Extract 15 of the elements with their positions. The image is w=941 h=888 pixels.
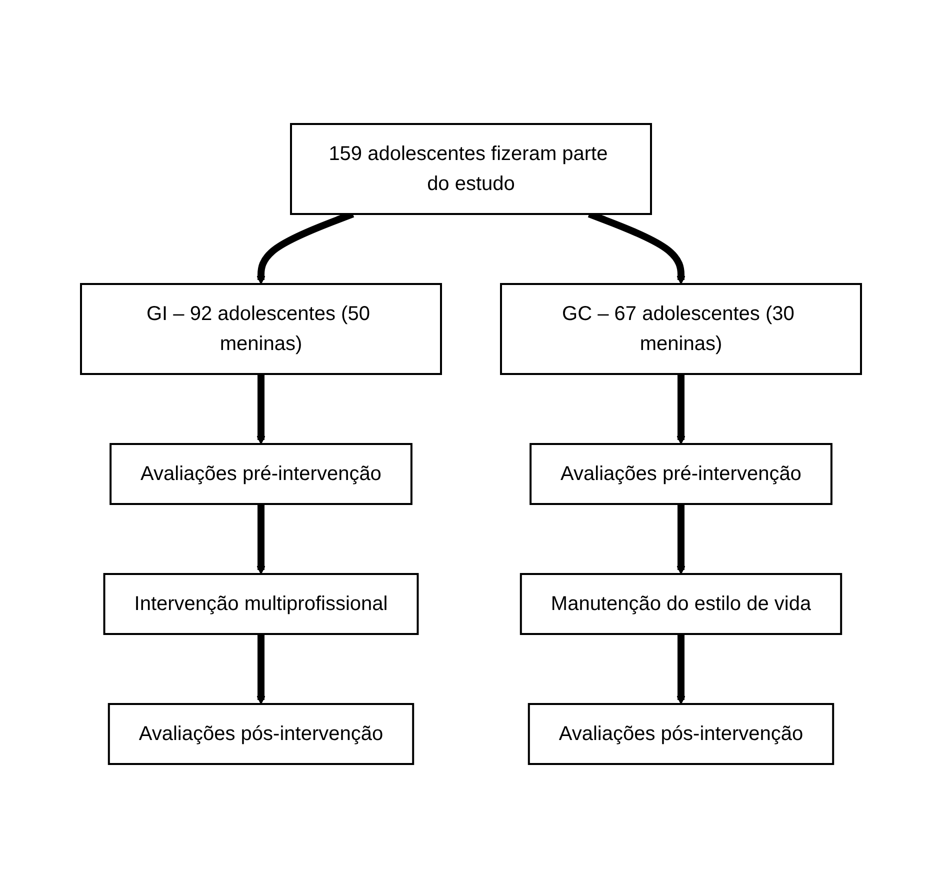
arrow — [676, 374, 685, 444]
node-box: Intervenção multiprofissional — [102, 573, 418, 635]
node-box: GC – 67 adolescentes (30 meninas) — [500, 283, 862, 375]
node-box: Avaliações pré-intervenção — [529, 443, 832, 505]
node-box: 159 adolescentes fizeram parte do estudo — [290, 123, 652, 215]
node-box: Avaliações pós-intervenção — [527, 703, 834, 765]
arrow — [256, 634, 265, 704]
arrow — [256, 504, 265, 574]
node-box: Avaliações pós-intervenção — [107, 703, 414, 765]
arrow — [676, 634, 685, 704]
node-box: GI – 92 adolescentes (50 meninas) — [80, 283, 442, 375]
arrow — [676, 504, 685, 574]
node-box: Manutenção do estilo de vida — [519, 573, 842, 635]
node-box: Avaliações pré-intervenção — [109, 443, 412, 505]
arrow — [256, 374, 265, 444]
